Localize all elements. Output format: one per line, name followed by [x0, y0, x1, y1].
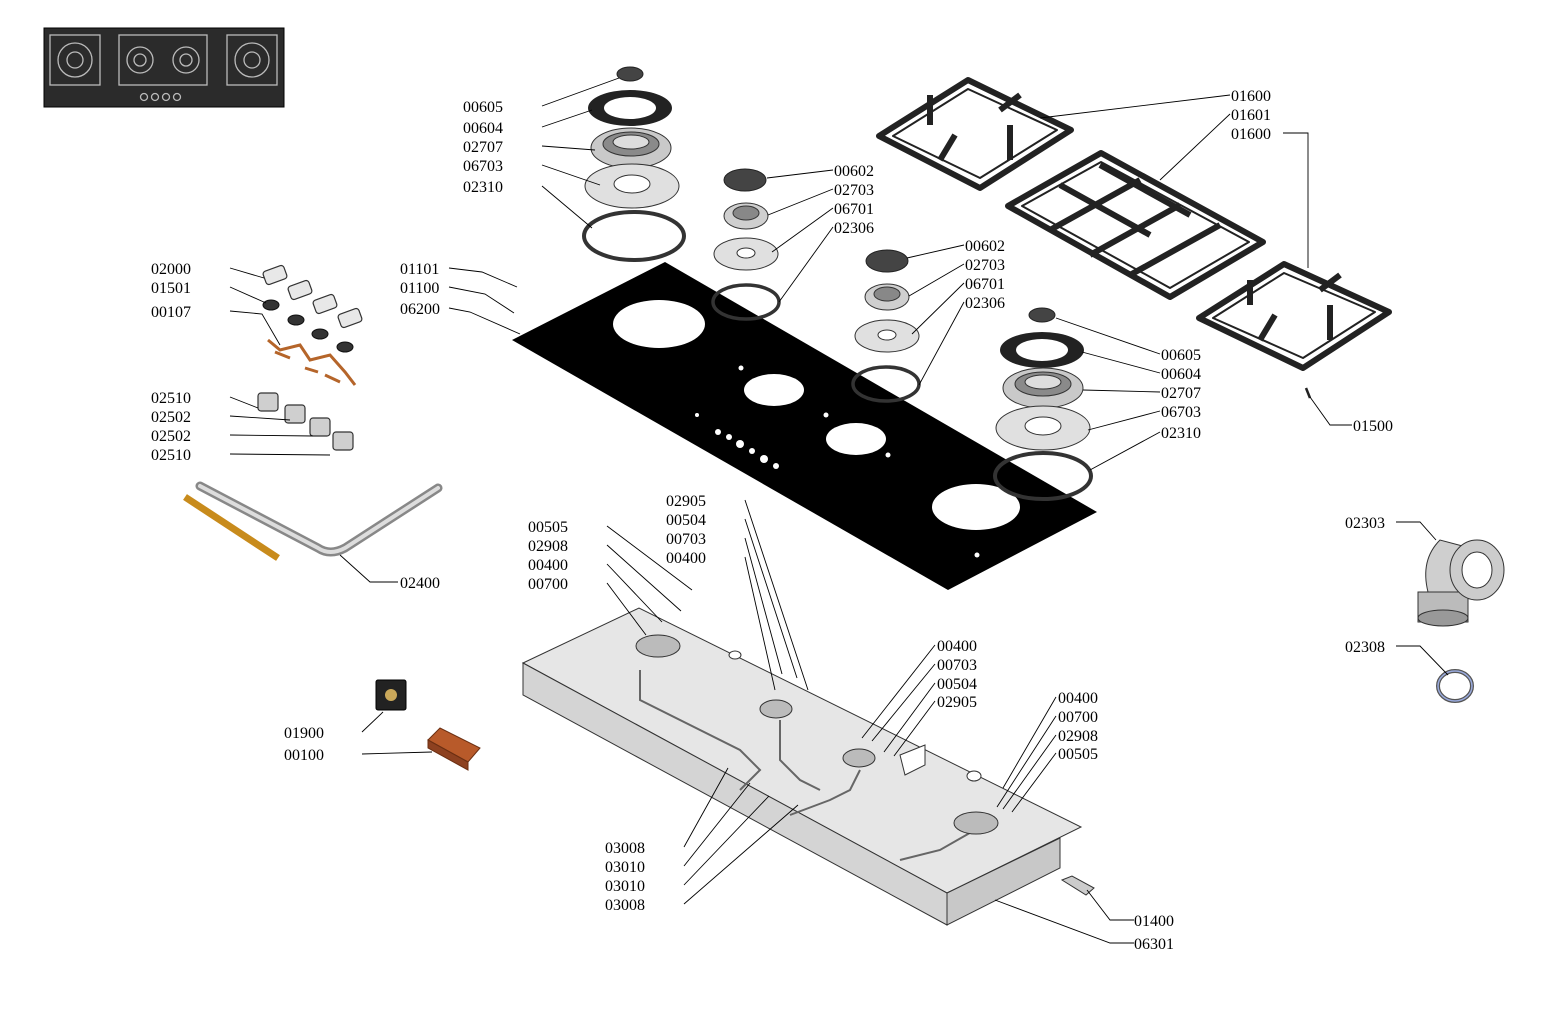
label-06200: 06200 [400, 301, 440, 318]
leader-lines [229, 77, 1449, 944]
burner-small-a [711, 168, 781, 321]
label-01100: 01100 [400, 280, 439, 297]
screw-01500 [1304, 387, 1312, 399]
terminal-block-00100 [427, 727, 481, 771]
label-06701-a: 06701 [834, 201, 874, 218]
pan-support-left [876, 77, 1074, 191]
label-02703-a: 02703 [834, 182, 874, 199]
label-06703-top: 06703 [463, 158, 503, 175]
label-00700-left: 00700 [528, 576, 568, 593]
label-02306-b: 02306 [965, 295, 1005, 312]
control-knobs [262, 264, 363, 329]
pan-support-right [1196, 261, 1392, 371]
label-00400-right2: 00400 [1058, 690, 1098, 707]
label-02905-mid: 02905 [937, 694, 977, 711]
label-00504-centre: 00504 [666, 512, 706, 529]
label-02510-a: 02510 [151, 390, 191, 407]
label-00504-mid: 00504 [937, 676, 977, 693]
ignition-harness [267, 338, 357, 386]
elbow-connector-02303 [1417, 539, 1505, 627]
label-02308: 02308 [1345, 639, 1385, 656]
label-02303: 02303 [1345, 515, 1385, 532]
label-02510-b: 02510 [151, 447, 191, 464]
label-02310-right: 02310 [1161, 425, 1201, 442]
label-00604-top: 00604 [463, 120, 503, 137]
pan-support-middle [1005, 150, 1266, 300]
gas-valves [257, 392, 354, 451]
bottom-tray [521, 607, 1083, 926]
label-02306-a: 02306 [834, 220, 874, 237]
label-02707-top: 02707 [463, 139, 503, 156]
label-00703-mid: 00703 [937, 657, 977, 674]
label-00400-left: 00400 [528, 557, 568, 574]
label-00107: 00107 [151, 304, 191, 321]
label-01600-b: 01600 [1231, 126, 1271, 143]
label-06301: 06301 [1134, 936, 1174, 953]
label-02908-left: 02908 [528, 538, 568, 555]
hob-thumbnail [43, 27, 285, 108]
label-00605-top: 00605 [463, 99, 503, 116]
glass-top-plate [512, 262, 1097, 590]
label-02908-right2: 02908 [1058, 728, 1098, 745]
burner-small-b [851, 249, 921, 403]
label-03008-b: 03008 [605, 897, 645, 914]
label-03010-b: 03010 [605, 878, 645, 895]
label-00602-a: 00602 [834, 163, 874, 180]
label-01501: 01501 [151, 280, 191, 297]
label-02905-centre: 02905 [666, 493, 706, 510]
label-02502-a: 02502 [151, 409, 191, 426]
label-00505-right2: 00505 [1058, 746, 1098, 763]
label-00703-centre: 00703 [666, 531, 706, 548]
label-00400-centre: 00400 [666, 550, 706, 567]
label-01400: 01400 [1134, 913, 1174, 930]
burner-large-right [993, 307, 1093, 501]
gas-manifold-02400 [183, 481, 443, 561]
label-01101: 01101 [400, 261, 439, 278]
label-03008-a: 03008 [605, 840, 645, 857]
label-01601: 01601 [1231, 107, 1271, 124]
label-02310-top: 02310 [463, 179, 503, 196]
label-06703-right: 06703 [1161, 404, 1201, 421]
label-00100: 00100 [284, 747, 324, 764]
label-03010-a: 03010 [605, 859, 645, 876]
label-00605-right: 00605 [1161, 347, 1201, 364]
knob-rings [262, 299, 354, 353]
label-00505-left: 00505 [528, 519, 568, 536]
label-02502-b: 02502 [151, 428, 191, 445]
burner-large-left [582, 66, 686, 262]
label-02707-right: 02707 [1161, 385, 1201, 402]
seal-ring-02308 [1436, 669, 1474, 703]
label-00700-right2: 00700 [1058, 709, 1098, 726]
label-00602-b: 00602 [965, 238, 1005, 255]
label-00604-right: 00604 [1161, 366, 1201, 383]
label-01900: 01900 [284, 725, 324, 742]
label-02703-b: 02703 [965, 257, 1005, 274]
bracket-01400 [1060, 875, 1095, 896]
part-labels: 00605 00604 02707 06703 02310 00602 0270… [151, 88, 1393, 953]
label-01600-a: 01600 [1231, 88, 1271, 105]
label-01500: 01500 [1353, 418, 1393, 435]
label-02000: 02000 [151, 261, 191, 278]
ignition-unit-01900 [375, 679, 407, 711]
label-06701-b: 06701 [965, 276, 1005, 293]
label-00400-mid: 00400 [937, 638, 977, 655]
label-02400: 02400 [400, 575, 440, 592]
